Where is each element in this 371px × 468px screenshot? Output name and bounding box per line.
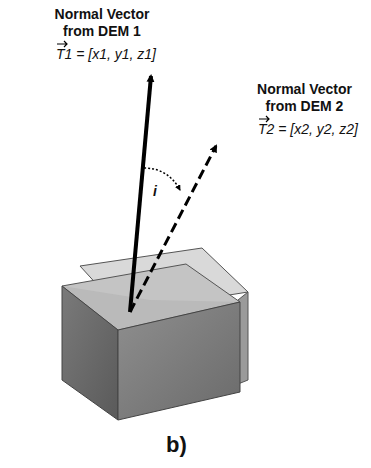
angle-label: i [153, 183, 157, 200]
angle-arc [144, 168, 180, 190]
figure-label: b) [166, 432, 187, 458]
vector-formula: T2 = [x2, y2, z2] [258, 121, 358, 138]
vector-heading: Normal Vector from DEM 1 [47, 6, 157, 40]
normal-vector-2 [130, 146, 216, 312]
vector-heading: Normal Vector from DEM 2 [247, 81, 362, 115]
vector-formula: T1 = [x1, y1, z1] [56, 46, 156, 63]
